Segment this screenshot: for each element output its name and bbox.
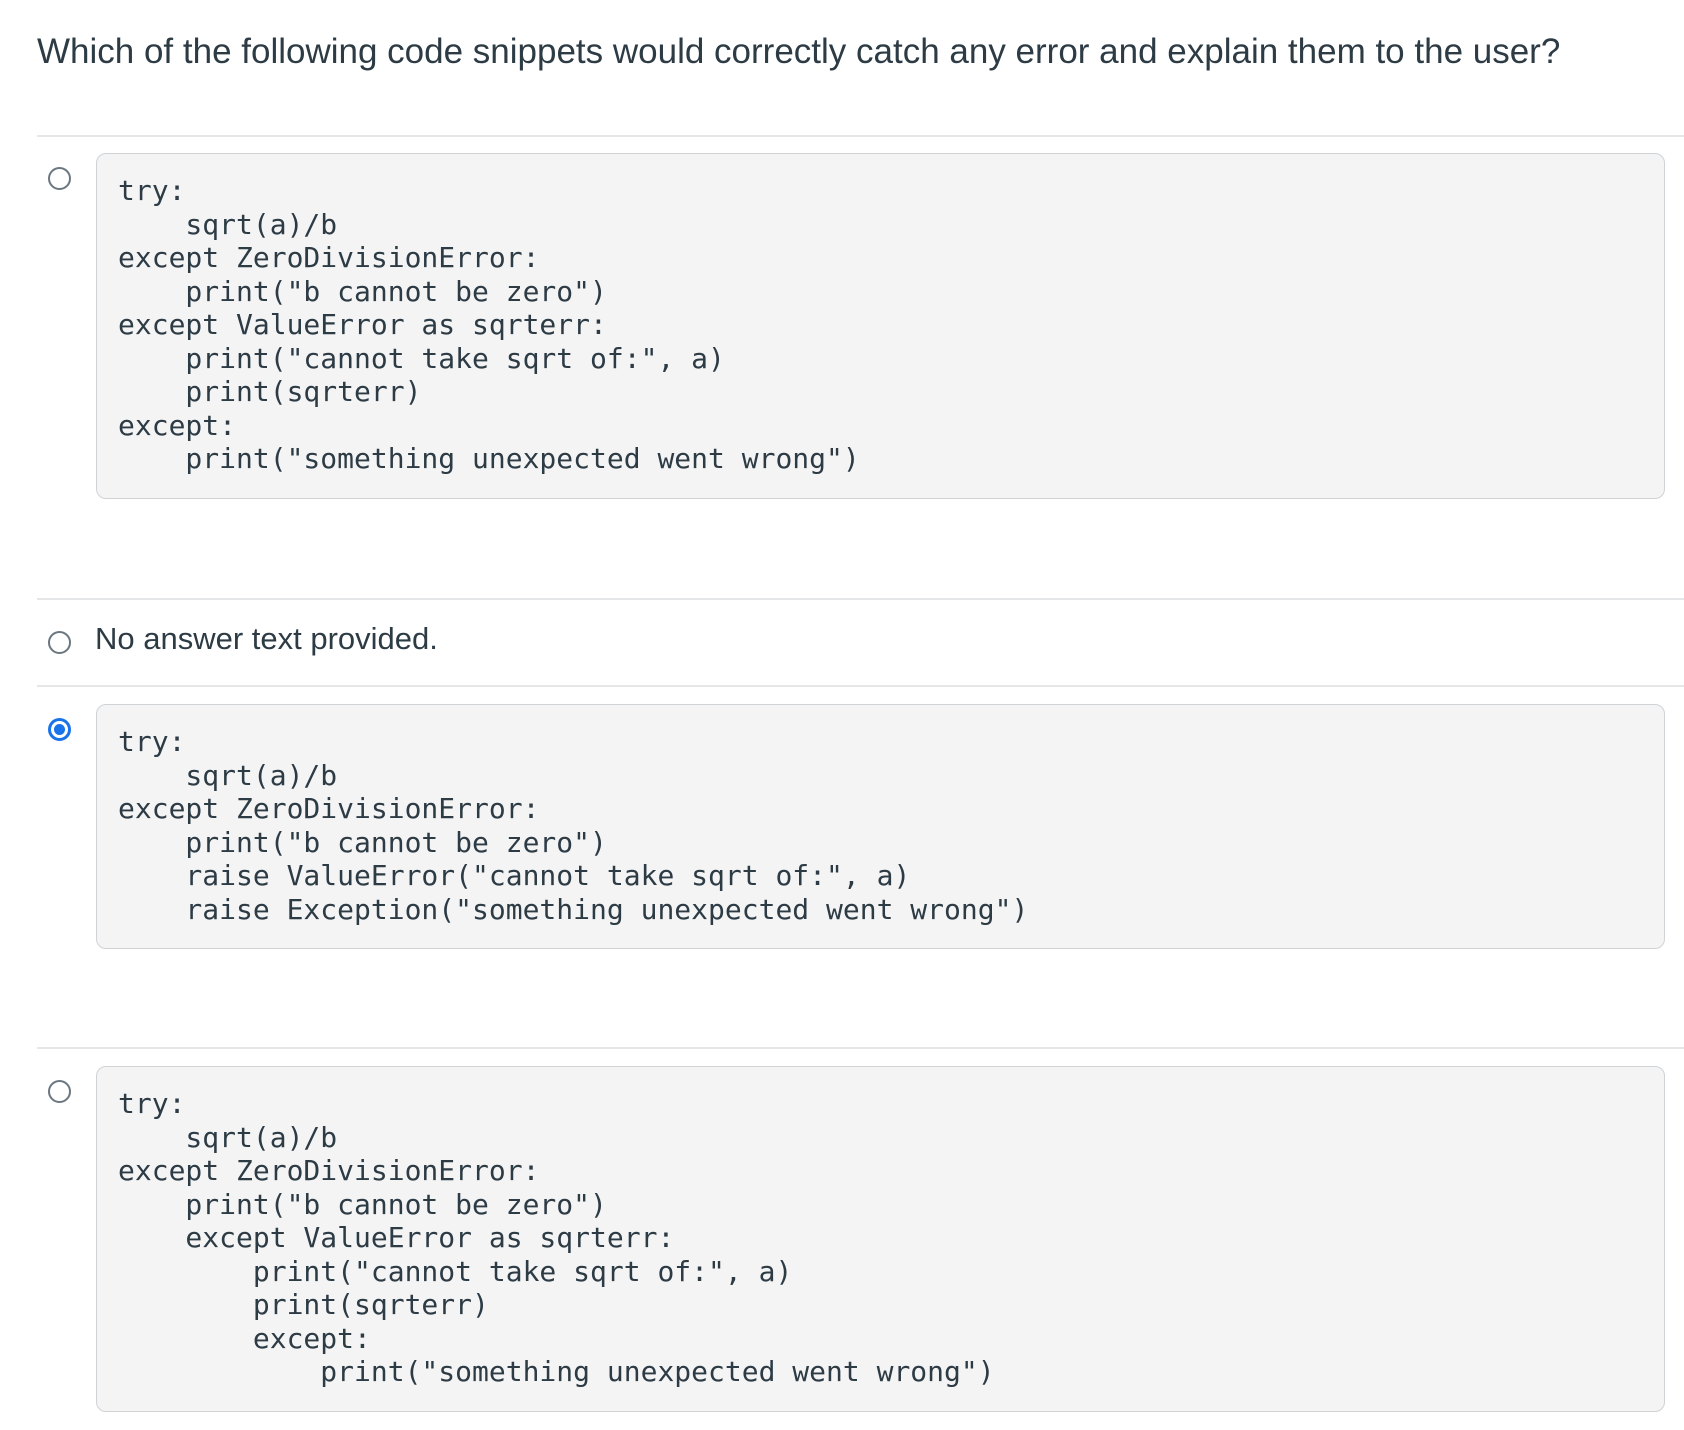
answer-divider	[37, 598, 1684, 600]
answer-1-code: try: sqrt(a)/b except ZeroDivisionError:…	[118, 174, 860, 475]
radio-selected-dot	[54, 724, 65, 735]
answer-4-code: try: sqrt(a)/b except ZeroDivisionError:…	[118, 1087, 995, 1388]
answer-divider	[37, 1047, 1684, 1049]
answer-2-radio[interactable]	[48, 631, 71, 654]
answer-3-code: try: sqrt(a)/b except ZeroDivisionError:…	[118, 725, 1029, 926]
answer-divider	[37, 685, 1684, 687]
answer-1-radio[interactable]	[48, 167, 71, 190]
answer-4-radio[interactable]	[48, 1080, 71, 1103]
question-text: Which of the following code snippets wou…	[37, 32, 1561, 71]
answer-1-code-block: try: sqrt(a)/b except ZeroDivisionError:…	[96, 153, 1665, 499]
answer-3-radio[interactable]	[48, 718, 71, 741]
answer-4-code-block: try: sqrt(a)/b except ZeroDivisionError:…	[96, 1066, 1665, 1412]
answer-3-code-block: try: sqrt(a)/b except ZeroDivisionError:…	[96, 704, 1665, 949]
answer-divider	[37, 135, 1684, 137]
answer-2-text: No answer text provided.	[95, 621, 438, 656]
